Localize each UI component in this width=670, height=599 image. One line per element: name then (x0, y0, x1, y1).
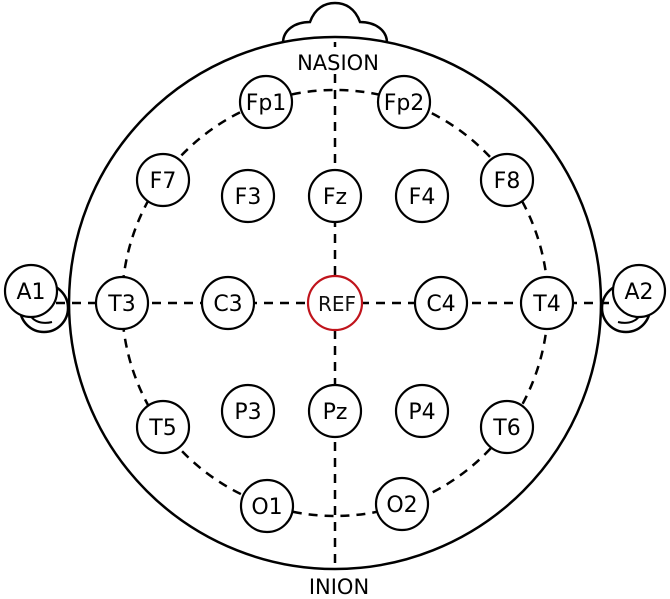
nasion-label-bg (292, 47, 384, 73)
svg-text:P3: P3 (234, 400, 261, 425)
svg-text:T6: T6 (492, 416, 520, 441)
svg-text:A1: A1 (16, 280, 45, 305)
electrode-fz: Fz (307, 168, 363, 224)
svg-text:C3: C3 (213, 292, 242, 317)
svg-text:REF: REF (318, 292, 356, 316)
svg-text:Pz: Pz (323, 400, 348, 425)
electrode-p3: P3 (220, 383, 276, 439)
electrode-f3: F3 (220, 168, 276, 224)
electrode-ref: REF (306, 274, 364, 332)
nasion-label: NASION (297, 51, 379, 75)
svg-text:T4: T4 (532, 292, 560, 317)
svg-text:O1: O1 (251, 495, 282, 520)
inion-label-bg (300, 572, 378, 598)
svg-text:F3: F3 (235, 185, 262, 210)
svg-text:F4: F4 (409, 185, 436, 210)
svg-text:F8: F8 (494, 169, 521, 194)
svg-text:C4: C4 (426, 292, 455, 317)
svg-text:O2: O2 (386, 493, 417, 518)
electrode-f4: F4 (394, 168, 450, 224)
svg-text:Fz: Fz (323, 185, 347, 210)
electrode-a2: A2 (611, 263, 667, 319)
electrode-fp1: Fp1 (238, 74, 294, 130)
svg-text:F7: F7 (150, 169, 177, 194)
svg-text:A2: A2 (624, 280, 653, 305)
svg-text:Fp2: Fp2 (384, 91, 425, 116)
electrode-p4: P4 (394, 383, 450, 439)
svg-text:T3: T3 (107, 292, 135, 317)
svg-text:T5: T5 (148, 416, 176, 441)
electrode-t6: T6 (479, 399, 535, 455)
electrode-c4: C4 (413, 275, 469, 331)
electrode-t5: T5 (135, 399, 191, 455)
electrode-a1: A1 (3, 263, 59, 319)
nose-shape (281, 1, 389, 45)
svg-text:P4: P4 (408, 400, 435, 425)
electrode-f7: F7 (135, 152, 191, 208)
electrode-c3: C3 (200, 275, 256, 331)
reference-electrode-marker (306, 274, 364, 332)
electrode-t3: T3 (94, 275, 150, 331)
electrode-t4: T4 (519, 275, 575, 331)
svg-text:Fp1: Fp1 (246, 91, 287, 116)
electrode-o2: O2 (374, 476, 430, 532)
electrode-fp2: Fp2 (376, 74, 432, 130)
electrode-pz: Pz (307, 383, 363, 439)
electrode-o1: O1 (239, 478, 295, 534)
inion-label: INION (309, 575, 369, 599)
electrode-f8: F8 (479, 152, 535, 208)
